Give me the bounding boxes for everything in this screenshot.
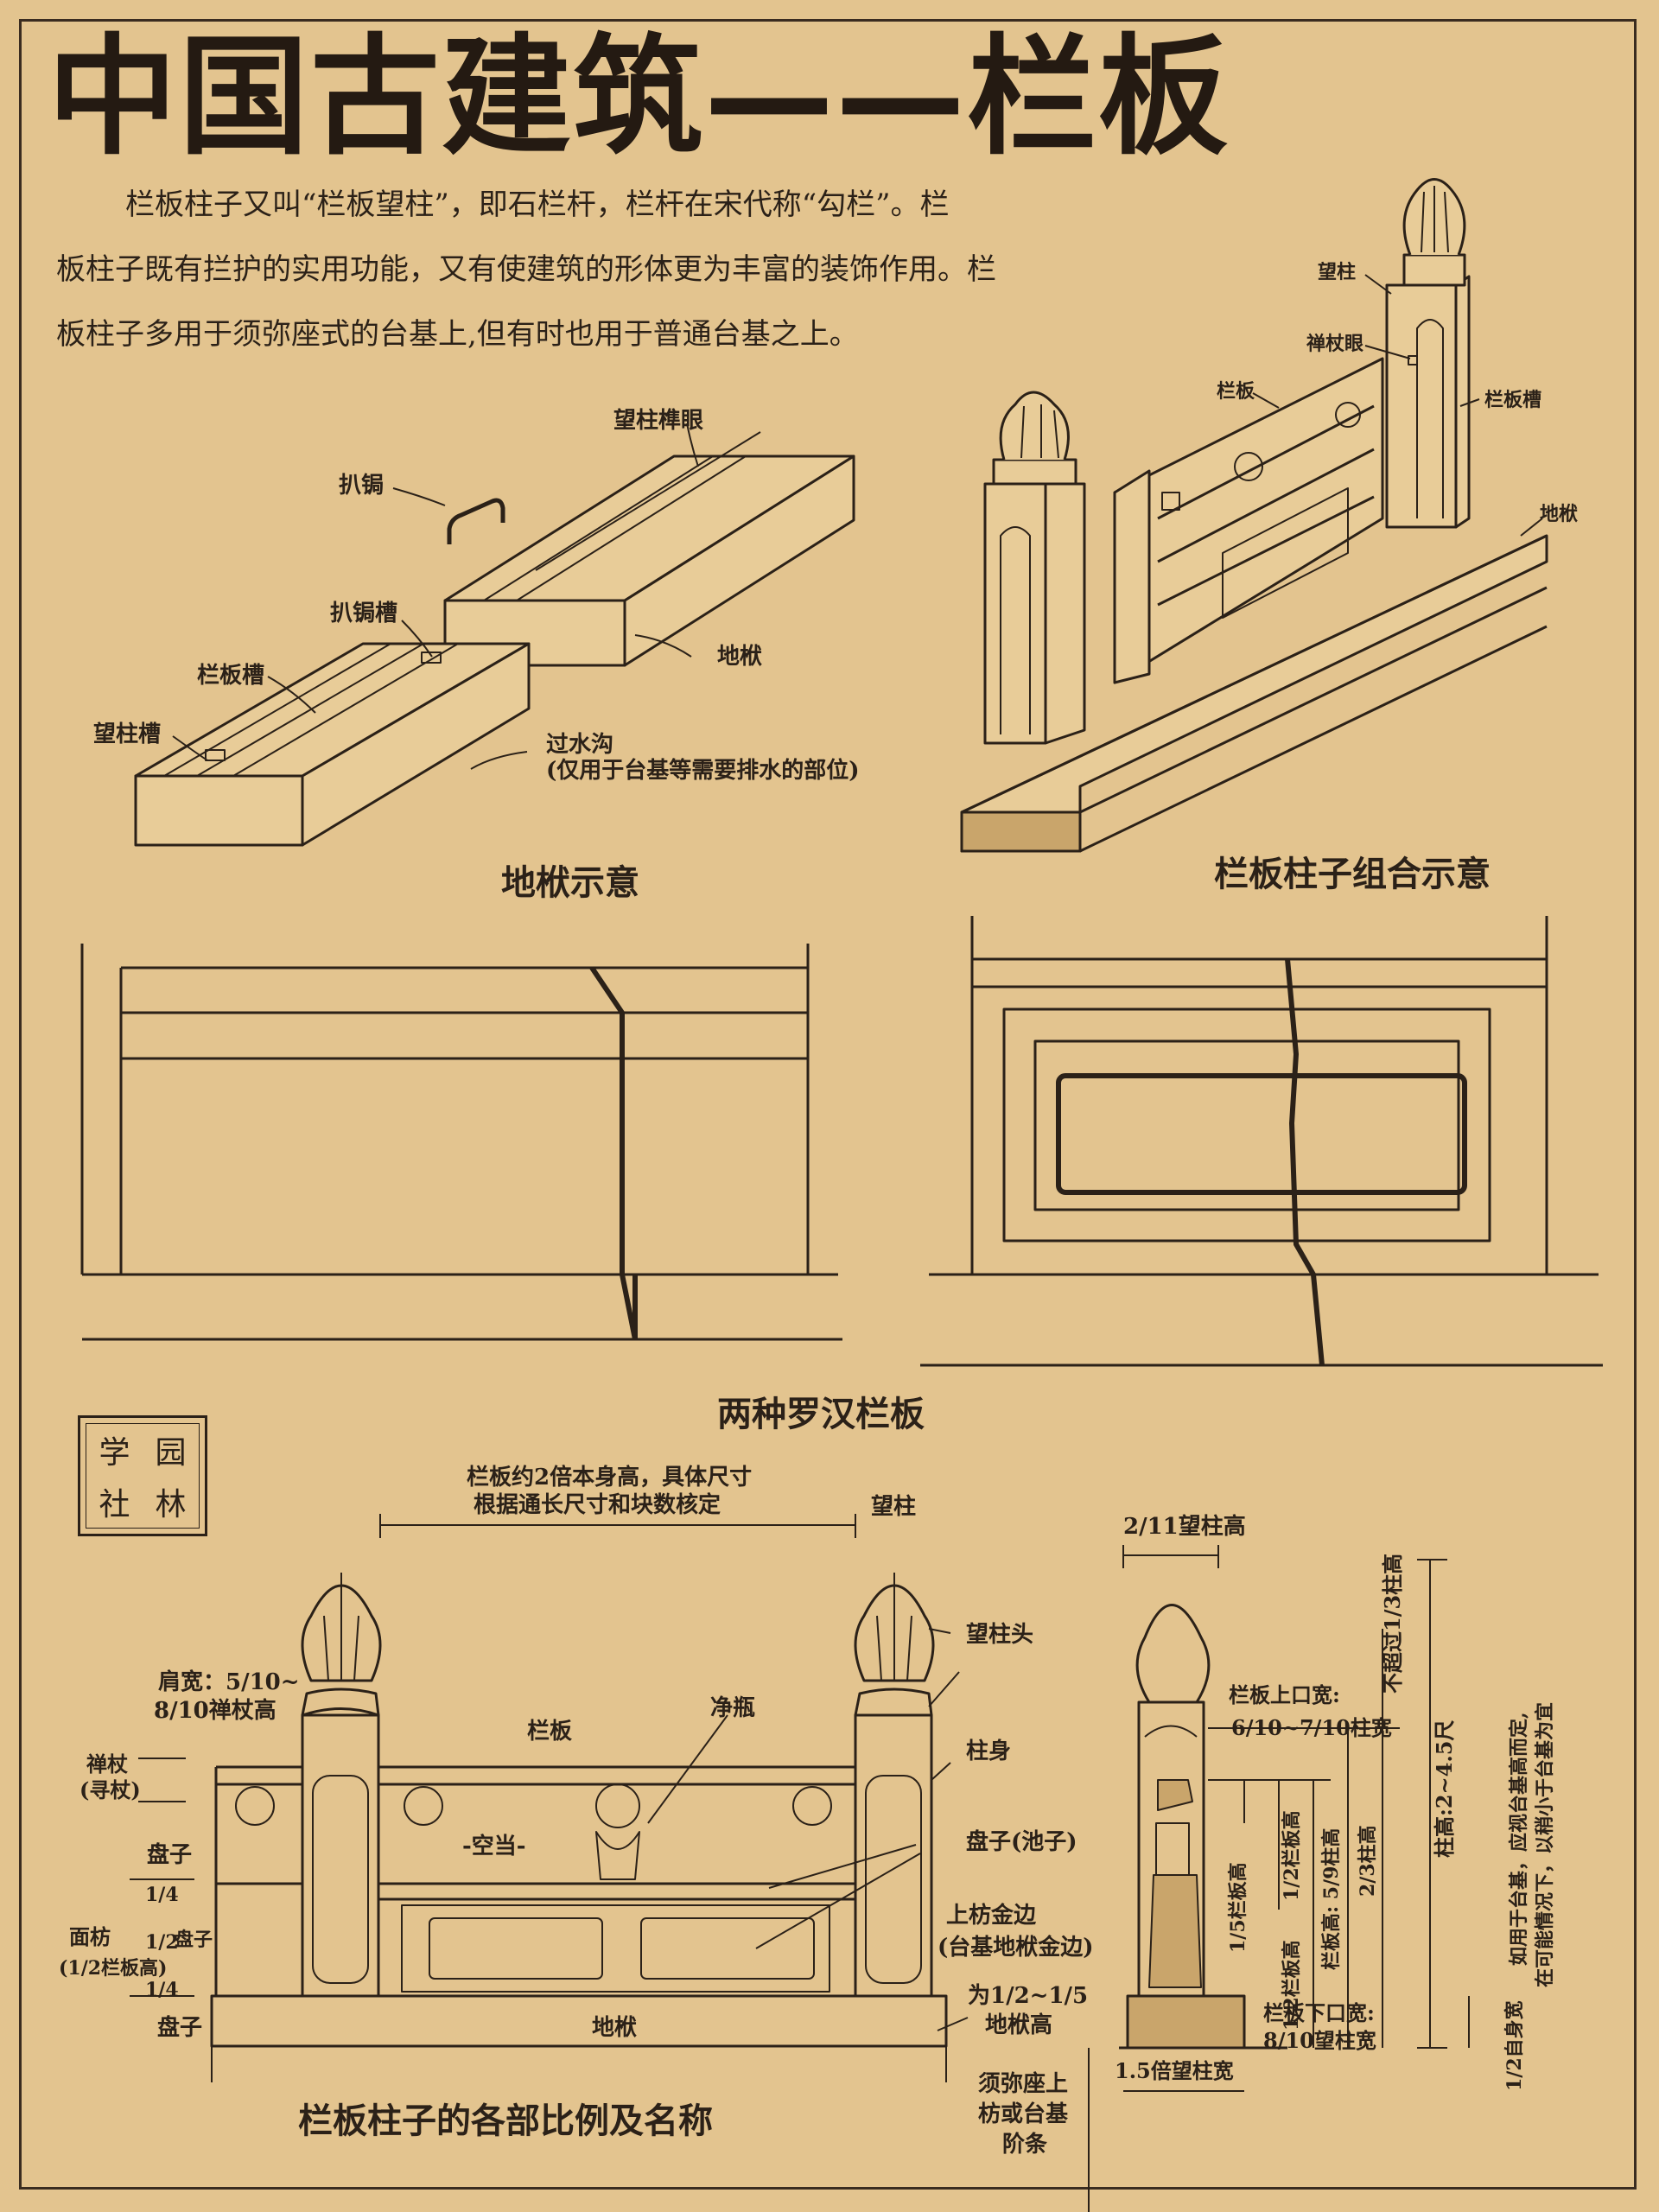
label-panel: 栏板 <box>527 1719 572 1745</box>
proportion-elevation <box>130 1514 969 2082</box>
label-width-note: 根据通长尺寸和块数核定 <box>474 1491 721 1518</box>
seal-stamp: 学 园 社 林 <box>78 1415 207 1536</box>
label-panzi: 盘子 <box>175 1929 213 1951</box>
label-top-width: 6/10~7/10柱宽 <box>1231 1715 1392 1740</box>
label-two-third: 2/3柱高 <box>1357 1825 1379 1897</box>
label-not-exceed: 不超过1/3柱高 <box>1380 1554 1405 1694</box>
label-patong: 扒锔 <box>339 473 384 499</box>
label-post-head: 望柱头 <box>966 1622 1033 1648</box>
page-border <box>19 19 1637 2190</box>
caption-luohan: 两种罗汉栏板 <box>717 1394 925 1434</box>
label-bottom-width: 栏板下口宽: <box>1263 2000 1375 2025</box>
difu-diagram <box>134 423 855 847</box>
label-panel-slot: 栏板槽 <box>1484 389 1541 411</box>
label-base: 枋或台基 <box>978 2101 1069 2127</box>
caption-combination: 栏板柱子组合示意 <box>1214 854 1491 894</box>
intro-text: 栏板柱子又叫“栏板望柱”，即石栏杆，栏杆在宋代称“勾栏”。栏 板柱子既有拦护的实… <box>56 173 1179 367</box>
label-half2: 1/2栏板高 <box>1281 1940 1303 2031</box>
label-width-note: 栏板约2倍本身高，具体尺寸 <box>467 1464 752 1491</box>
label-body-width: 1/2自身宽 <box>1503 2000 1526 2091</box>
label-difu-height: 地栿高 <box>985 2012 1052 2038</box>
label-mianfang: (1/2栏板高) <box>59 1957 167 1980</box>
label-panzi: 盘子 <box>147 1841 192 1868</box>
label-chanzhang: 禅杖 <box>86 1751 128 1777</box>
label-note: 如用于台基，应视台基高而定, <box>1508 1712 1530 1966</box>
label-panel: 栏板 <box>1217 380 1255 403</box>
label-note: 在可能情况下，以稍小于台基为宜 <box>1534 1702 1556 1987</box>
label-patong-slot: 扒锔槽 <box>330 601 397 626</box>
label-difu: 地栿 <box>1540 503 1578 525</box>
caption-difu: 地栿示意 <box>501 862 639 903</box>
caption-parts: 栏板柱子的各部比例及名称 <box>298 2101 713 2141</box>
seal-char: 园 <box>155 1435 187 1471</box>
label-post: 望柱 <box>1318 261 1356 283</box>
label-edge: 上枋金边 <box>946 1902 1037 1929</box>
label-quarter: 1/4 <box>145 1884 179 1906</box>
intro-line: 板柱子多用于须弥座式的台基上,但有时也用于普通台基之上。 <box>56 317 859 352</box>
luohan-panel-b <box>920 916 1603 1367</box>
label-post-mortise: 望柱榫眼 <box>613 407 703 434</box>
label-mianfang: 面枋 <box>69 1924 111 1949</box>
label-difu: 地栿 <box>717 644 762 670</box>
label-top-width: 栏板上口宽: <box>1229 1682 1340 1707</box>
intro-line: 栏板柱子又叫“栏板望柱”，即石栏杆，栏杆在宋代称“勾栏”。栏 <box>125 188 950 222</box>
label-bottom-width: 8/10望柱宽 <box>1263 2028 1376 2053</box>
label-half: 1/2 <box>145 1931 179 1954</box>
post-side-elevation <box>1088 1545 1470 2212</box>
label-vase: 净瓶 <box>710 1695 755 1721</box>
label-difu: 地栿 <box>592 2015 637 2041</box>
label-panel-slot: 栏板槽 <box>197 663 264 689</box>
label-quarter: 1/4 <box>145 1979 179 2001</box>
label-panel-height: 栏板高: 5/9柱高 <box>1320 1828 1343 1970</box>
label-difu-height: 为1/2~1/5 <box>968 1983 1088 2009</box>
page-title: 中国古建筑——栏板 <box>48 22 1230 173</box>
seal-char: 林 <box>155 1487 187 1522</box>
label-base: 须弥座上 <box>978 2070 1068 2097</box>
label-tenon-eye: 禅杖眼 <box>1306 333 1363 355</box>
label-post-slot: 望柱槽 <box>93 721 161 747</box>
label-drain: 过水沟 <box>546 732 613 758</box>
label-shoulder: 8/10禅杖高 <box>154 1697 276 1724</box>
label-edge: (台基地栿金边) <box>938 1934 1094 1961</box>
seal-char: 社 <box>99 1487 130 1522</box>
label-shoulder: 肩宽：5/10~ <box>158 1669 300 1695</box>
label-half: 1/2栏板高 <box>1281 1810 1303 1901</box>
seal-char: 学 <box>99 1435 130 1471</box>
label-chanzhang: (寻杖) <box>79 1777 141 1802</box>
label-head-height: 2/11望柱高 <box>1123 1513 1246 1540</box>
combination-diagram <box>960 178 1548 853</box>
label-shaft: 柱身 <box>966 1738 1011 1764</box>
label-pool: 盘子(池子) <box>966 1828 1077 1855</box>
label-post: 望柱 <box>871 1494 916 1520</box>
label-fifth: 1/5栏板高 <box>1227 1862 1249 1953</box>
label-kongdang: -空当- <box>462 1833 526 1859</box>
label-post-height: 柱高:2~4.5尺 <box>1432 1720 1457 1858</box>
label-panzi: 盘子 <box>157 2014 202 2041</box>
label-base-width: 1.5倍望柱宽 <box>1115 2058 1234 2083</box>
label-base: 阶条 <box>1002 2132 1048 2158</box>
intro-line: 板柱子既有拦护的实用功能，又有使建筑的形体更为丰富的装饰作用。栏 <box>56 252 996 287</box>
luohan-panel-a <box>80 944 842 1341</box>
label-drain-note: (仅用于台基等需要排水的部位) <box>546 757 860 784</box>
